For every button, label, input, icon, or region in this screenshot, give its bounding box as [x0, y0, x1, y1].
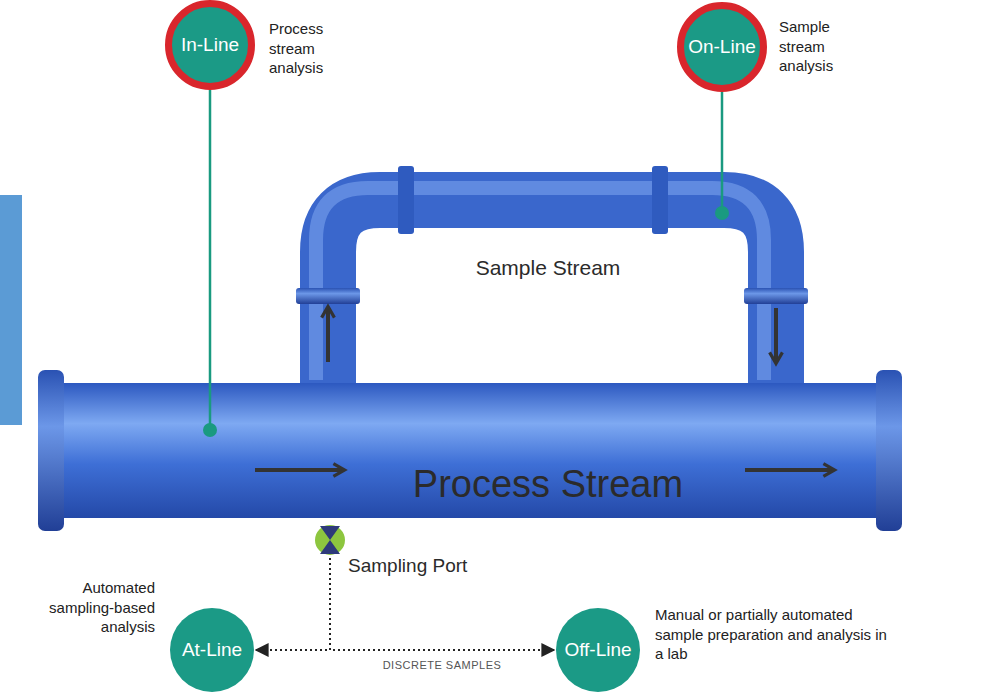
method-title: Off-Line — [564, 639, 631, 661]
leader-line — [721, 92, 724, 208]
method-description: Process stream analysis — [269, 19, 341, 78]
method-description: Automated sampling-based analysis — [30, 578, 155, 637]
leader-dot — [715, 206, 729, 220]
sample-stream-pipe: Sample Stream — [352, 208, 744, 288]
stream-label: Sample Stream — [352, 208, 744, 280]
at-line-circle: At-LineAutomated sampling-based analysis — [170, 608, 254, 692]
bypass-pipe — [296, 166, 808, 392]
off-line-circle: Off-LineManual or partially automated sa… — [556, 608, 640, 692]
edge-label: DISCRETE SAMPLES — [380, 659, 505, 671]
method-title: At-Line — [182, 639, 242, 661]
stream-label: Process Stream — [192, 425, 904, 506]
method-title: On-Line — [688, 36, 756, 58]
flow-arrows — [255, 308, 833, 470]
process-stream-pipe: Process Stream — [192, 425, 904, 520]
sample-transfer-line — [256, 558, 330, 650]
side-bar — [0, 195, 22, 425]
in-line-circle: In-LineProcess stream analysis — [165, 0, 255, 90]
method-title: In-Line — [181, 34, 239, 56]
leader-dot — [203, 423, 217, 437]
on-line-circle: On-LineSample stream analysis — [677, 2, 767, 92]
method-description: Sample stream analysis — [779, 17, 851, 76]
valve-symbol — [314, 524, 346, 556]
sampling-port: Sampling Port — [314, 524, 346, 556]
method-description: Manual or partially automated sample pre… — [655, 605, 895, 664]
main-pipe — [38, 370, 902, 531]
leader-line — [209, 90, 212, 425]
port-label: Sampling Port — [348, 554, 467, 579]
